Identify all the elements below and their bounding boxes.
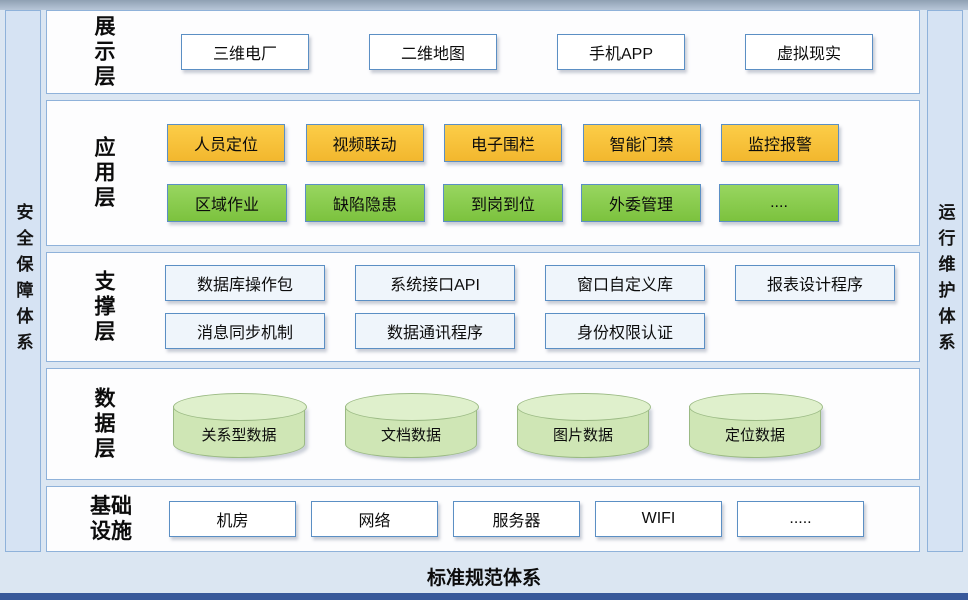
layer-panel-presentation: 展示层 三维电厂 二维地图 手机APP 虚拟现实	[46, 10, 920, 94]
layer-label-application: 应用层	[92, 135, 115, 211]
data-content: 关系型数据 文档数据 图片数据 定位数据	[47, 369, 919, 479]
support-row-2: 消息同步机制 数据通讯程序 身份权限认证	[47, 313, 919, 349]
application-box-green: ....	[719, 184, 839, 223]
presentation-box: 三维电厂	[181, 34, 309, 70]
application-box-yellow: 智能门禁	[582, 123, 701, 162]
database-cylinder: 关系型数据	[173, 393, 307, 458]
support-content: 数据库操作包 系统接口API 窗口自定义库 报表设计程序 消息同步机制 数据通讯…	[47, 253, 919, 361]
layer-panel-infrastructure: 基础设施 机房 网络 服务器 WIFI .....	[46, 486, 920, 552]
support-box: 窗口自定义库	[545, 265, 705, 301]
application-box-green: 区域作业	[167, 184, 287, 223]
data-row: 关系型数据 文档数据 图片数据 定位数据	[47, 390, 919, 458]
layer-label-support: 支撑层	[92, 269, 115, 345]
pillar-security-label: 安全保障体系	[13, 203, 33, 359]
presentation-content: 三维电厂 二维地图 手机APP 虚拟现实	[47, 11, 919, 93]
support-box: 身份权限认证	[545, 313, 705, 349]
pillar-operation-label: 运行维护体系	[935, 203, 955, 359]
support-box: 系统接口API	[355, 265, 515, 301]
support-box: 报表设计程序	[735, 265, 895, 301]
application-box-yellow: 人员定位	[167, 123, 285, 162]
database-cylinder: 定位数据	[689, 393, 823, 458]
infrastructure-box: 网络	[311, 501, 438, 537]
database-cylinder: 图片数据	[517, 393, 651, 458]
infrastructure-row: 机房 网络 服务器 WIFI .....	[47, 501, 919, 537]
application-box-green: 到岗到位	[443, 184, 563, 223]
infrastructure-content: 机房 网络 服务器 WIFI .....	[47, 487, 919, 551]
infrastructure-box: .....	[737, 501, 864, 537]
layer-label-infrastructure: 基础设施	[90, 494, 132, 543]
layer-label-data: 数据层	[92, 386, 115, 462]
window-bottom-edge	[0, 593, 968, 600]
application-box-green: 缺陷隐患	[305, 184, 425, 223]
layer-panel-application: 应用层 人员定位 视频联动 电子围栏 智能门禁 监控报警 区域作业 缺陷隐患 到…	[46, 100, 920, 246]
layer-panel-data: 数据层 关系型数据 文档数据 图片数据 定位数据	[46, 368, 920, 480]
infrastructure-box: 服务器	[453, 501, 580, 537]
infrastructure-box: WIFI	[595, 501, 722, 537]
presentation-box: 虚拟现实	[745, 34, 873, 70]
bottom-bar-label: 标准规范体系	[426, 567, 541, 589]
support-row-1: 数据库操作包 系统接口API 窗口自定义库 报表设计程序	[47, 265, 919, 301]
presentation-box: 二维地图	[369, 34, 497, 70]
application-content: 人员定位 视频联动 电子围栏 智能门禁 监控报警 区域作业 缺陷隐患 到岗到位 …	[47, 101, 919, 245]
support-box: 数据通讯程序	[355, 313, 515, 349]
support-box: 数据库操作包	[165, 265, 325, 301]
pillar-security: 安全保障体系	[5, 10, 41, 552]
infrastructure-box: 机房	[169, 501, 296, 537]
application-box-yellow: 电子围栏	[444, 123, 562, 162]
presentation-row: 三维电厂 二维地图 手机APP 虚拟现实	[47, 34, 919, 70]
window-top-edge	[0, 0, 968, 10]
layer-panel-support: 支撑层 数据库操作包 系统接口API 窗口自定义库 报表设计程序 消息同步机制 …	[46, 252, 920, 362]
support-box: 消息同步机制	[165, 313, 325, 349]
bottom-bar: 标准规范体系	[0, 558, 968, 594]
application-row-1: 人员定位 视频联动 电子围栏 智能门禁 监控报警	[47, 123, 919, 162]
layer-label-presentation: 展示层	[92, 14, 115, 90]
application-box-green: 外委管理	[581, 184, 701, 223]
application-box-yellow: 监控报警	[721, 123, 839, 162]
application-box-yellow: 视频联动	[305, 123, 424, 162]
application-row-2: 区域作业 缺陷隐患 到岗到位 外委管理 ....	[47, 184, 919, 223]
presentation-box: 手机APP	[557, 34, 685, 70]
pillar-operation: 运行维护体系	[927, 10, 963, 552]
database-cylinder: 文档数据	[345, 393, 479, 458]
